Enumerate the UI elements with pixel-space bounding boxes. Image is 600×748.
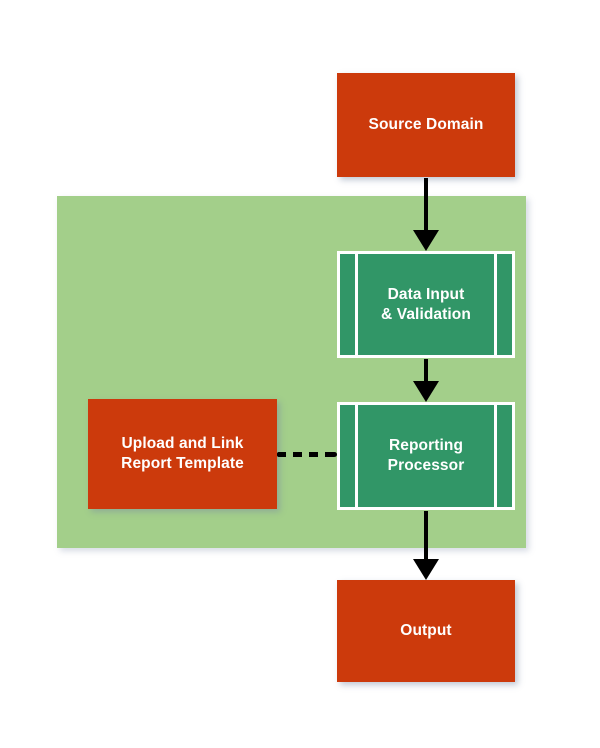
node-data-input-validation[interactable]: Data Input & Validation [337,251,515,358]
arrow-shaft [424,178,428,230]
connector-endpoint-start [277,452,282,457]
process-divider-left [355,254,358,355]
node-reporting-processor-label: Reporting Processor [387,437,465,474]
arrow-source-to-data-input [413,178,439,251]
arrow-head-icon [413,381,439,402]
arrow-reporting-to-output [413,511,439,580]
arrow-shaft [424,511,428,559]
arrow-head-icon [413,230,439,251]
arrow-data-input-to-reporting [413,359,439,402]
process-divider-right [494,405,497,507]
arrow-head-icon [413,559,439,580]
process-divider-left [355,405,358,507]
process-divider-right [494,254,497,355]
node-source-domain[interactable]: Source Domain [337,73,515,177]
arrow-shaft [424,359,428,381]
dashed-connector-upload-to-reporting [277,452,337,457]
connector-endpoint-end [332,452,337,457]
node-output[interactable]: Output [337,580,515,682]
node-upload-and-link-report-template[interactable]: Upload and Link Report Template [88,399,277,509]
node-upload-and-link-report-template-label: Upload and Link Report Template [121,435,244,472]
node-source-domain-label: Source Domain [368,116,484,134]
node-reporting-processor[interactable]: Reporting Processor [337,402,515,510]
node-data-input-validation-label: Data Input & Validation [381,285,471,323]
node-output-label: Output [400,622,452,640]
